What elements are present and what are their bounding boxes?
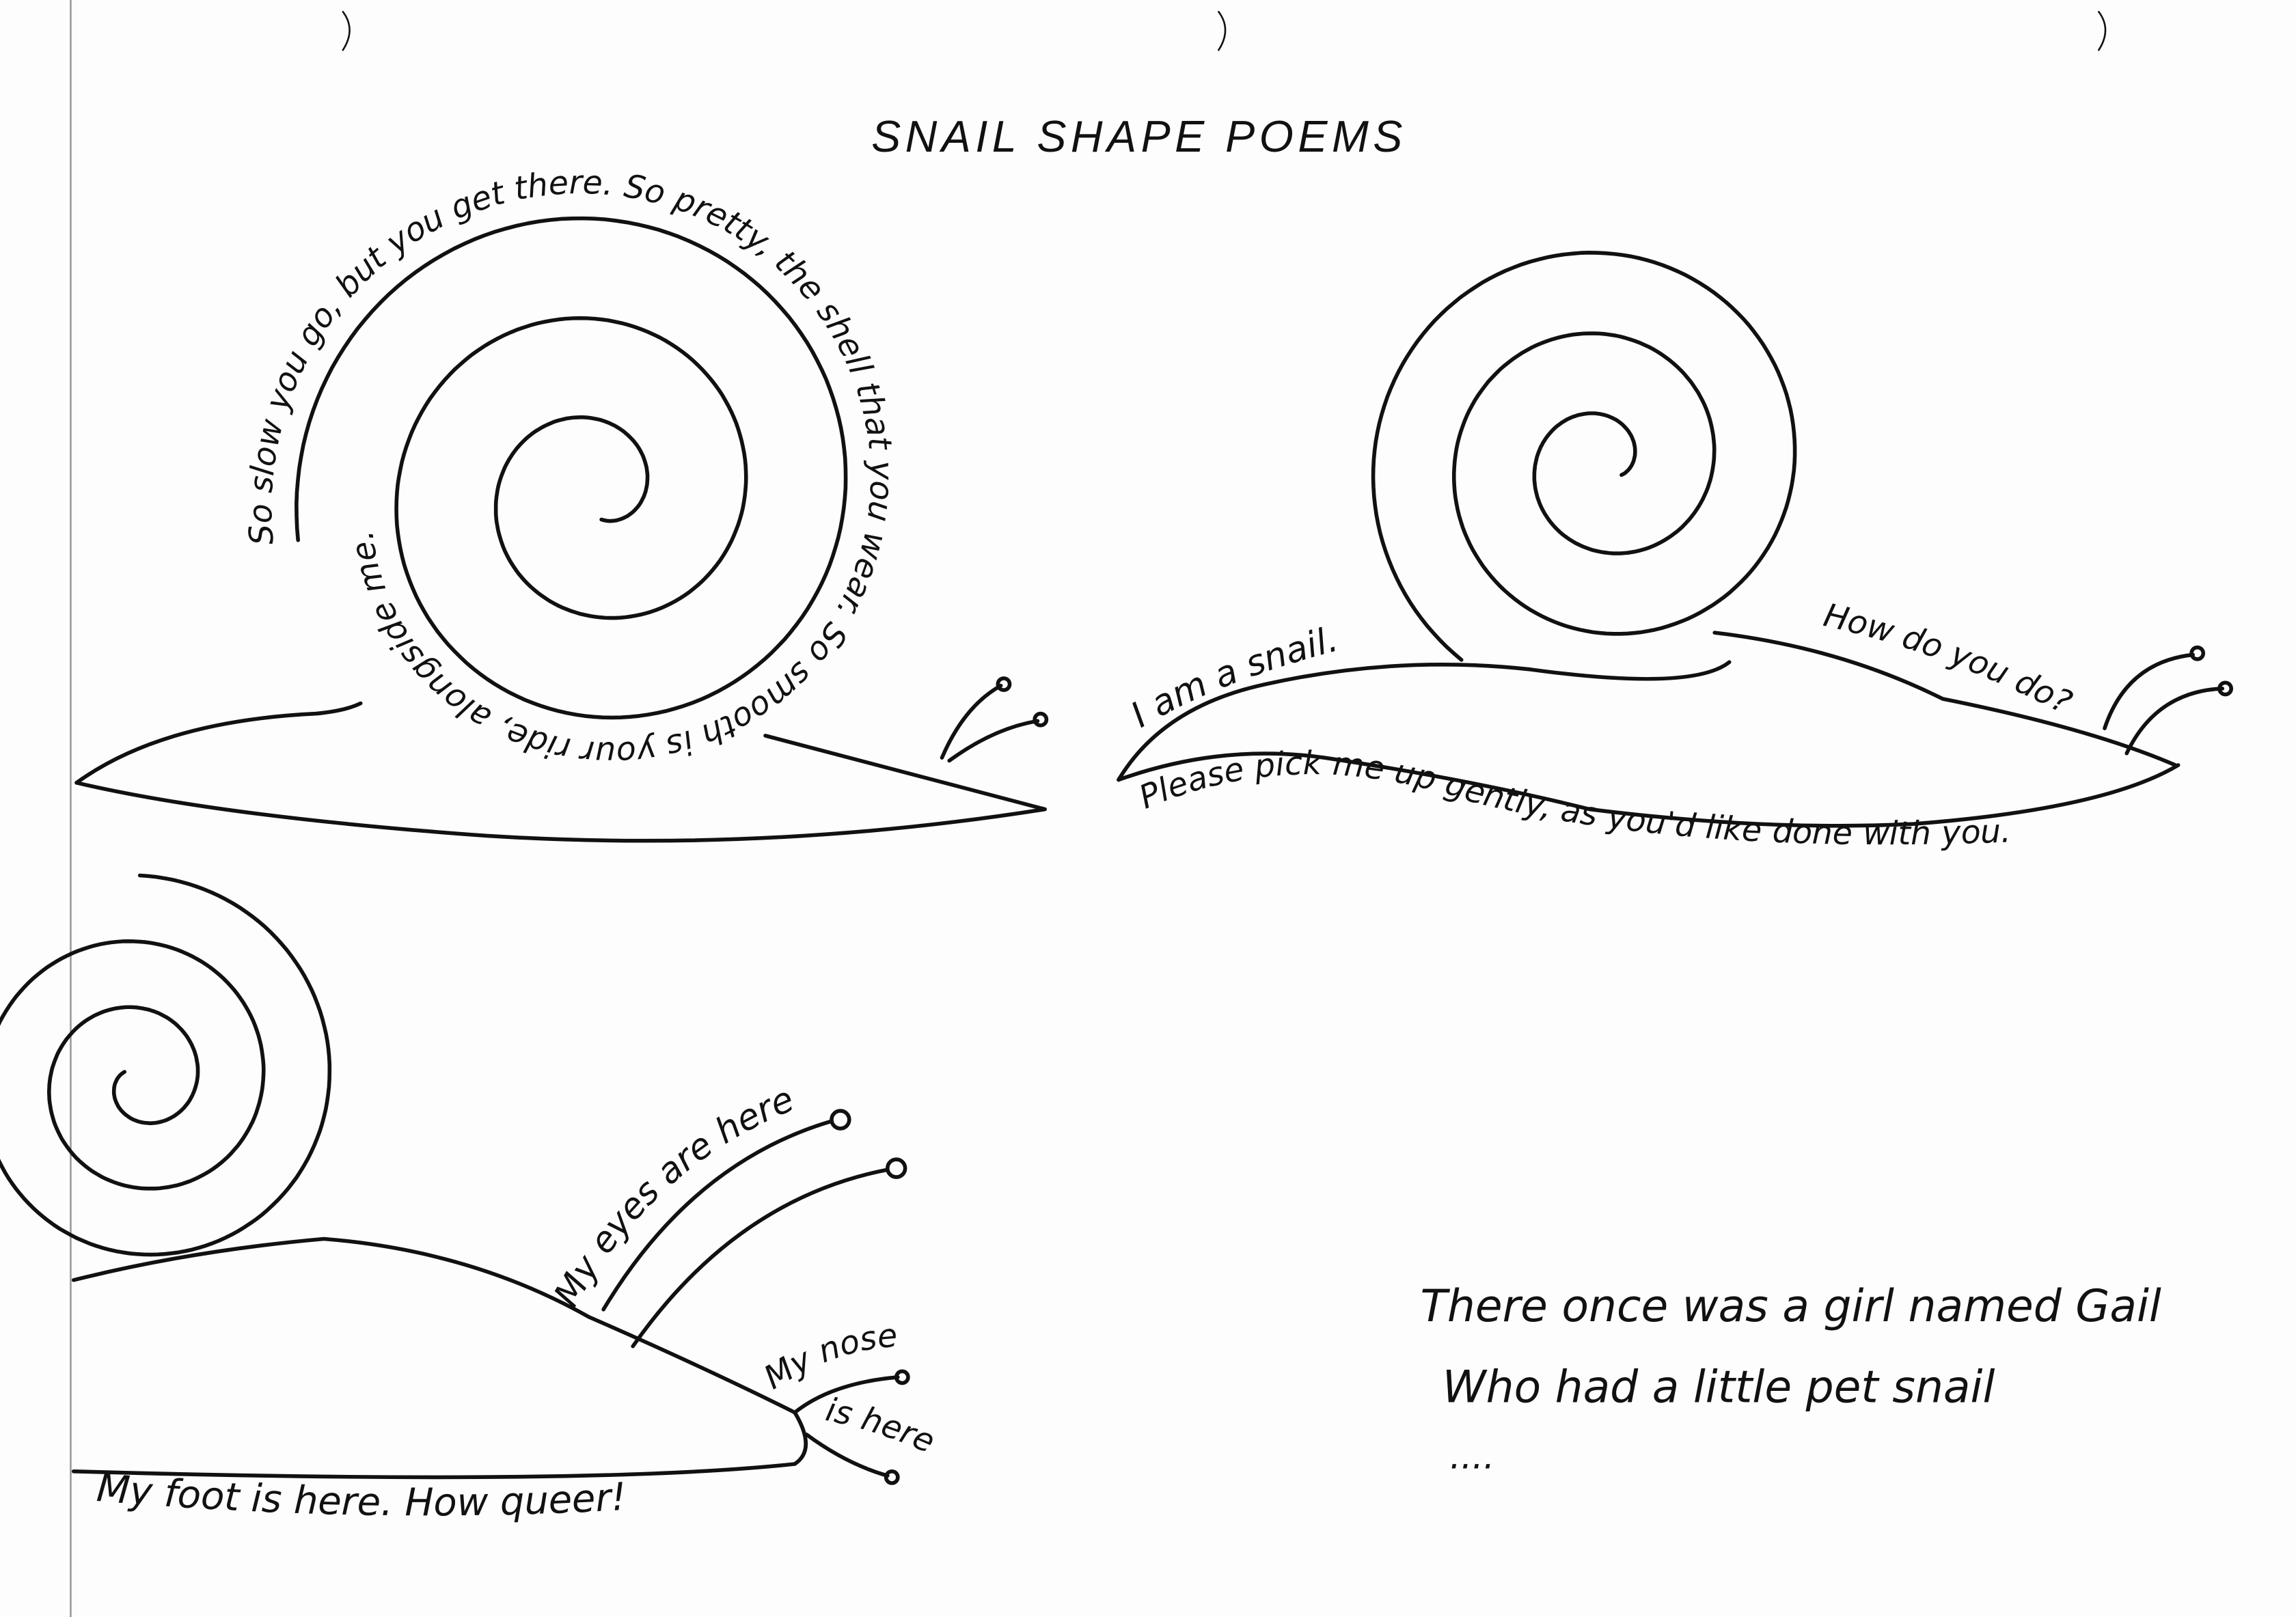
nose-text-1: My nose — [758, 1317, 899, 1397]
shell-spiral — [295, 216, 848, 720]
antenna — [631, 1167, 890, 1349]
head-line-text: How do you do? — [1820, 596, 2078, 721]
limerick-ellipsis: .... — [1450, 1436, 1495, 1477]
snail-spiral-poem: So slow you go, but you get there. So pr… — [74, 164, 1049, 843]
nose-stalk — [804, 1433, 890, 1478]
nose-text-2: is here — [823, 1391, 940, 1461]
foot-line-text: Please pick me up gently, as you'd like … — [1134, 745, 2012, 853]
eyes-text: My eyes are here — [546, 1079, 800, 1314]
antenna — [601, 1119, 834, 1312]
eye — [996, 676, 1012, 692]
snail-foot — [71, 1410, 808, 1480]
eye — [1033, 711, 1049, 728]
eye — [830, 1109, 851, 1131]
eye — [2189, 645, 2206, 661]
limerick-line-2: Who had a little pet snail — [1443, 1362, 1995, 1413]
page-title: SNAIL SHAPE POEMS — [871, 112, 1407, 161]
antenna — [947, 719, 1040, 763]
punch-mark — [2098, 10, 2107, 51]
antenna — [2124, 687, 2225, 756]
nose-stalk — [793, 1375, 900, 1415]
nose — [894, 1369, 910, 1385]
punch-mark — [342, 10, 351, 51]
antenna — [2103, 652, 2195, 730]
limerick-line-1: There once was a girl named Gail — [1420, 1281, 2161, 1332]
snail-body-top — [74, 701, 363, 785]
snail-body-top — [1117, 660, 1732, 782]
antenna — [940, 683, 1003, 760]
shell-spiral — [1371, 251, 1797, 662]
shell-spiral — [0, 873, 332, 1257]
eye — [2217, 680, 2233, 697]
spiral-poem: So slow you go, but you get there. So pr… — [242, 164, 900, 772]
snail-foot — [1117, 751, 2181, 828]
snail-body-foot — [74, 734, 1048, 843]
snail-head-top — [1712, 631, 2178, 767]
eye — [885, 1157, 907, 1179]
limerick: There once was a girl named Gail Who had… — [1420, 1281, 2161, 1477]
snail-body-poem: I am a snail. How do you do? Please pick… — [1117, 251, 2233, 853]
snail-parts-poem: My eyes are here My nose is here My foot… — [0, 873, 940, 1525]
nose — [884, 1469, 900, 1485]
punch-mark — [1218, 10, 1227, 51]
snail-body-top — [71, 1236, 797, 1415]
